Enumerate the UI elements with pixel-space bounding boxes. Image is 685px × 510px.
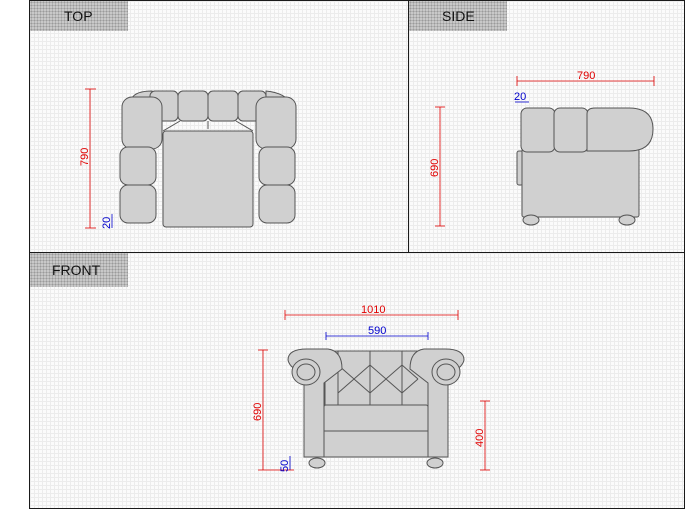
top-view-drawing: 790 20 — [79, 88, 297, 229]
side-view-drawing: 790 20 690 — [429, 70, 655, 227]
side-arm-dim-text: 20 — [514, 91, 526, 103]
front-view-panel: FRONT 1010 590 690 50 400 — [29, 252, 685, 509]
side-view-panel: SIDE 790 20 690 — [408, 0, 685, 253]
top-view-label: TOP — [30, 1, 128, 31]
front-seat-width-dim-text: 590 — [368, 325, 386, 337]
top-depth-dim-text: 790 — [79, 148, 91, 166]
armchair-front-view — [287, 348, 465, 469]
front-view-label: FRONT — [30, 253, 128, 287]
front-view-drawing: 1010 590 690 50 400 — [252, 304, 490, 472]
front-seat-height-dim-text: 400 — [474, 429, 486, 447]
top-leg-dim-text: 20 — [101, 217, 113, 229]
top-view-panel: TOP 790 20 — [29, 0, 409, 253]
front-leg-dim-text: 50 — [279, 460, 291, 472]
side-depth-dim-text: 790 — [577, 70, 595, 82]
armchair-side-view — [516, 107, 654, 226]
side-view-label: SIDE — [409, 1, 507, 31]
armchair-top-view — [119, 90, 297, 228]
side-height-dim-text: 690 — [429, 159, 441, 177]
front-width-dim-text: 1010 — [361, 304, 385, 316]
front-height-dim-text: 690 — [252, 403, 264, 421]
